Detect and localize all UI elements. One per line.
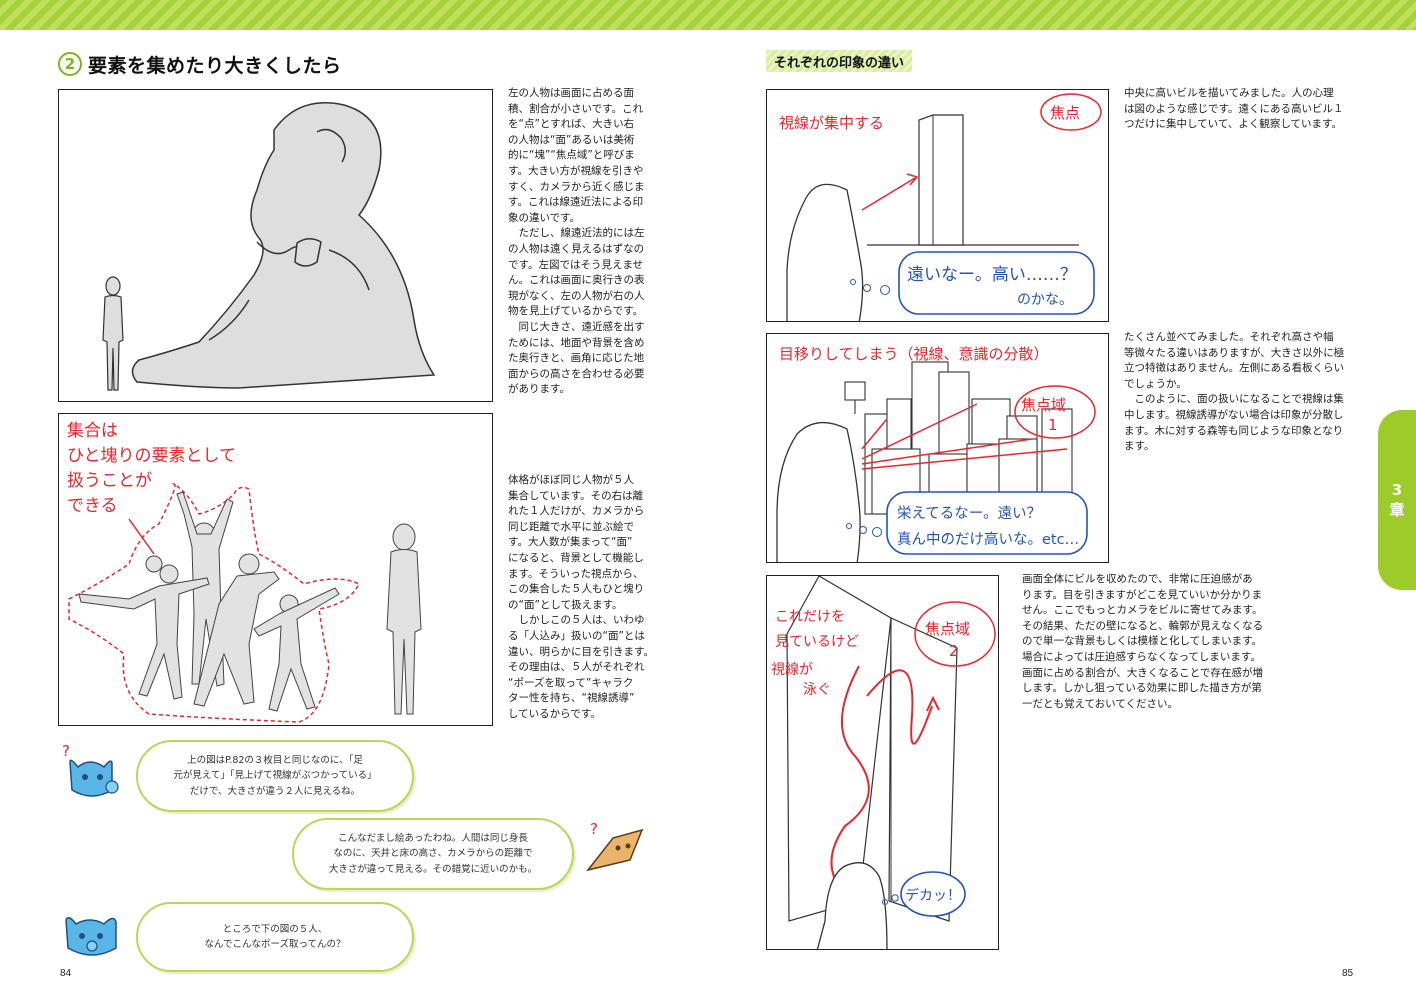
section-heading: 2 要素を集めたり大きくしたら <box>58 50 342 78</box>
small-standing-figure <box>102 276 124 391</box>
figure-panel-many-buildings: 目移りしてしまう（視線、意識の分散） 焦点域 1 栄えてるなー。遠い？ 真ん中の… <box>766 333 1109 563</box>
speech-bubble-2: こんなだまし絵あったわね。人間は同じ身長 なのに、天井と床の高さ、カメラからの距… <box>292 818 574 890</box>
panel1-thought-line-2: のかな。 <box>1017 292 1073 308</box>
left-body-text-1: 左の人物は画面に占める面 積、割合が小さいです。これ を“点”とすれば、大きい右… <box>508 87 645 396</box>
panel1-thought-line-1: 遠いなー。高い……？ <box>907 265 1077 285</box>
panel2-focus-label: 焦点域 <box>1021 396 1066 414</box>
speech-bubble-3: ところで下の図の５人、 なんでこんなポーズ取ってんの？ <box>136 902 414 972</box>
cone-mascot-character: ? <box>586 820 644 872</box>
group-note-line-3: 扱うことが <box>67 471 152 491</box>
svg-text:?: ? <box>62 742 70 760</box>
figure-panel-giant-building: デカッ！ これだけを 見ているけど 視線が 泳ぐ 焦点域 2 <box>766 575 999 950</box>
chapter-tab-label: 章 <box>1389 501 1405 519</box>
large-seated-figure <box>131 102 436 389</box>
lone-figure <box>386 523 422 715</box>
page-number-left: 84 <box>60 968 72 979</box>
page-number-right: 85 <box>1342 968 1354 979</box>
blue-mascot-character-2 <box>65 917 117 956</box>
right-body-text-3: 画面全体にビルを収めたので、非常に圧迫感があ ります。目を引きますがどこを見てい… <box>1022 573 1264 710</box>
single-building-illustration: 視線が集中する 焦点 遠いなー。高い……？ のかな。 <box>779 93 1102 321</box>
panel3-focus-label: 焦点域 <box>925 620 970 638</box>
chapter-tab-number: 3 <box>1391 481 1403 499</box>
figure-panel-single-building: 視線が集中する 焦点 遠いなー。高い……？ のかな。 <box>766 89 1109 322</box>
group-red-outline <box>68 483 361 723</box>
many-buildings-illustration: 目移りしてしまう（視線、意識の分散） 焦点域 1 栄えてるなー。遠い？ 真ん中の… <box>776 345 1096 562</box>
group-note-line-4: できる <box>67 496 118 516</box>
speech-bubble-1: 上の図はP.82の３枚目と同じなのに、「足 元が見えて」「見上げて視線がぶつかっ… <box>136 740 414 812</box>
panel3-label-1: これだけを <box>775 609 845 625</box>
group-note-line-1: 集合は <box>67 421 118 441</box>
panel3-label-3: 視線が <box>771 662 813 678</box>
chapter-tab: 3 章 <box>1378 410 1416 590</box>
figure-panel-group: 集合は ひと塊りの要素として 扱うことが できる <box>58 413 493 726</box>
group-note-arrow <box>128 518 155 555</box>
section-title: 要素を集めたり大きくしたら <box>88 54 342 77</box>
panel3-focus-number: 2 <box>949 642 959 660</box>
panel2-focus-number: 1 <box>1048 416 1058 434</box>
section-number: 2 <box>58 52 82 76</box>
group-illustration: 集合は ひと塊りの要素として 扱うことが できる <box>67 421 422 723</box>
panel2-thought-line-2: 真ん中のだけ高いな。etc… <box>897 530 1079 548</box>
panel1-label: 視線が集中する <box>779 114 884 132</box>
panel3-label-2: 見ているけど <box>775 634 859 650</box>
group-note-line-2: ひと塊りの要素として <box>67 446 236 466</box>
giant-building-illustration: デカッ！ これだけを 見ているけど 視線が 泳ぐ 焦点域 2 <box>771 576 996 949</box>
figure-panel-size-contrast <box>58 89 493 402</box>
right-body-text-1: 中央に高いビルを描いてみました。人の心理 は図のような感じです。遠くにある高いビ… <box>1124 87 1344 131</box>
svg-text:?: ? <box>590 820 598 838</box>
panel1-focus-label: 焦点 <box>1050 104 1080 122</box>
right-body-text-2: たくさん並べてみました。それぞれ高さや幅 等微々たる違いはありますが、大きさ以外… <box>1124 331 1345 453</box>
left-body-text-2: 体格がほぼ同じ人物が５人 集合しています。その右は離 れた１人だけが、カメラから… <box>508 474 654 720</box>
panel2-label: 目移りしてしまう（視線、意識の分散） <box>779 345 1049 363</box>
panel3-label-4: 泳ぐ <box>803 682 831 698</box>
panel2-thought-line-1: 栄えてるなー。遠い？ <box>897 505 1041 522</box>
group-five-figures <box>78 491 340 712</box>
top-stripe-bar <box>0 0 1416 30</box>
blue-mascot-character-1: ? <box>62 742 119 797</box>
subsection-title: それぞれの印象の違い <box>766 50 913 72</box>
size-contrast-illustration <box>102 102 436 391</box>
panel3-thought: デカッ！ <box>905 887 961 904</box>
